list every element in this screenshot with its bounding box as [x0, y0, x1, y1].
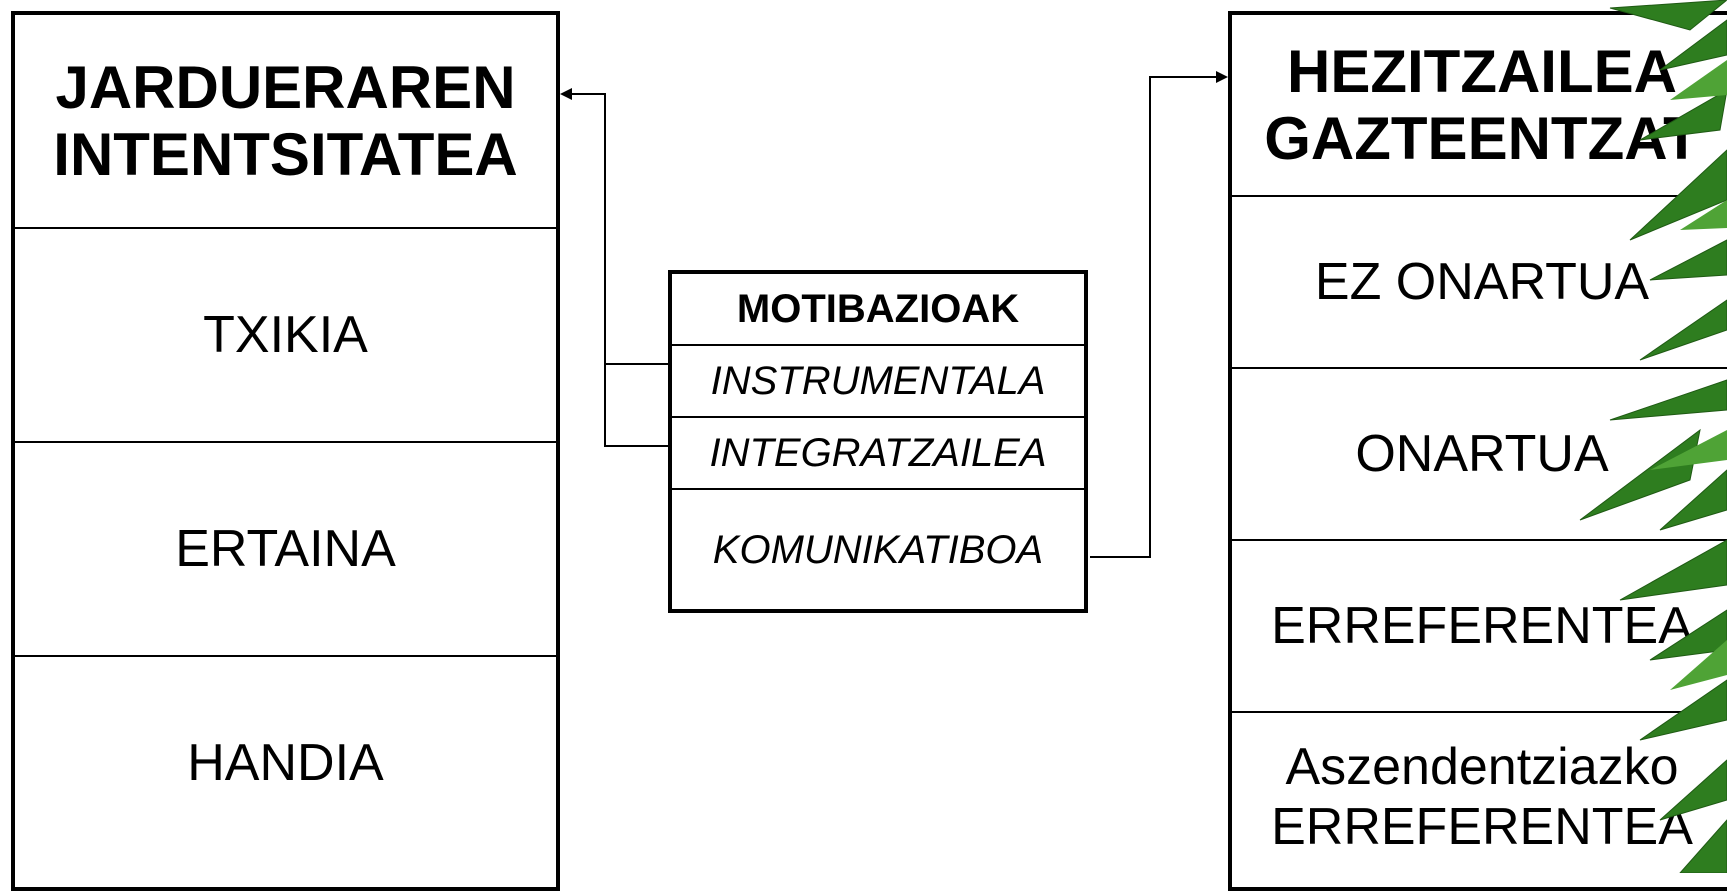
divider	[15, 227, 556, 229]
intensity-table-header: JARDUERAREN INTENTSITATEA	[53, 53, 518, 188]
educator-row-aszendentziazko: Aszendentziazko ERREFERENTEA	[1232, 713, 1727, 883]
divider	[1232, 367, 1727, 369]
intensity-row-handia: HANDIA	[187, 734, 384, 792]
educator-row-ez-onartua: EZ ONARTUA	[1232, 197, 1727, 367]
intensity-table: JARDUERAREN INTENTSITATEA TXIKIA ERTAINA…	[11, 11, 560, 891]
educator-row-onartua: ONARTUA	[1232, 369, 1727, 539]
divider	[1232, 711, 1727, 713]
educator-row-label: ONARTUA	[1355, 425, 1609, 483]
educator-row-label: ERREFERENTEA	[1271, 597, 1693, 655]
educator-row-erreferentea: ERREFERENTEA	[1232, 541, 1727, 711]
motivation-row-integratzailea: INTEGRATZAILEA	[709, 430, 1047, 475]
divider	[672, 416, 1084, 418]
educator-row-label: Aszendentziazko ERREFERENTEA	[1271, 738, 1693, 856]
divider	[15, 441, 556, 443]
divider	[15, 655, 556, 657]
motivation-row-instrumentala: INSTRUMENTALA	[710, 358, 1046, 403]
divider	[672, 344, 1084, 346]
motivation-row-komunikatiboa: KOMUNIKATIBOA	[712, 527, 1044, 572]
educator-row-label: EZ ONARTUA	[1314, 253, 1650, 311]
intensity-row-ertaina: ERTAINA	[175, 520, 396, 578]
divider	[1232, 539, 1727, 541]
connector-komunikatiboa	[1090, 71, 1228, 558]
divider	[672, 488, 1084, 490]
educator-table-header: HEZITZAILEA GAZTEENTZAT	[1232, 15, 1727, 195]
educator-header-text: HEZITZAILEA GAZTEENTZAT	[1264, 37, 1700, 172]
motivations-table: MOTIBAZIOAK INSTRUMENTALA INTEGRATZAILEA…	[668, 270, 1088, 613]
connector-instrumentala	[560, 88, 668, 365]
intensity-row-txikia: TXIKIA	[203, 306, 368, 364]
educator-table: HEZITZAILEA GAZTEENTZAT EZ ONARTUA ONART…	[1228, 11, 1727, 891]
connector-integratzailea	[604, 364, 668, 447]
connector-lines	[560, 71, 1228, 558]
divider	[1232, 195, 1727, 197]
motivations-table-header: MOTIBAZIOAK	[736, 286, 1020, 331]
